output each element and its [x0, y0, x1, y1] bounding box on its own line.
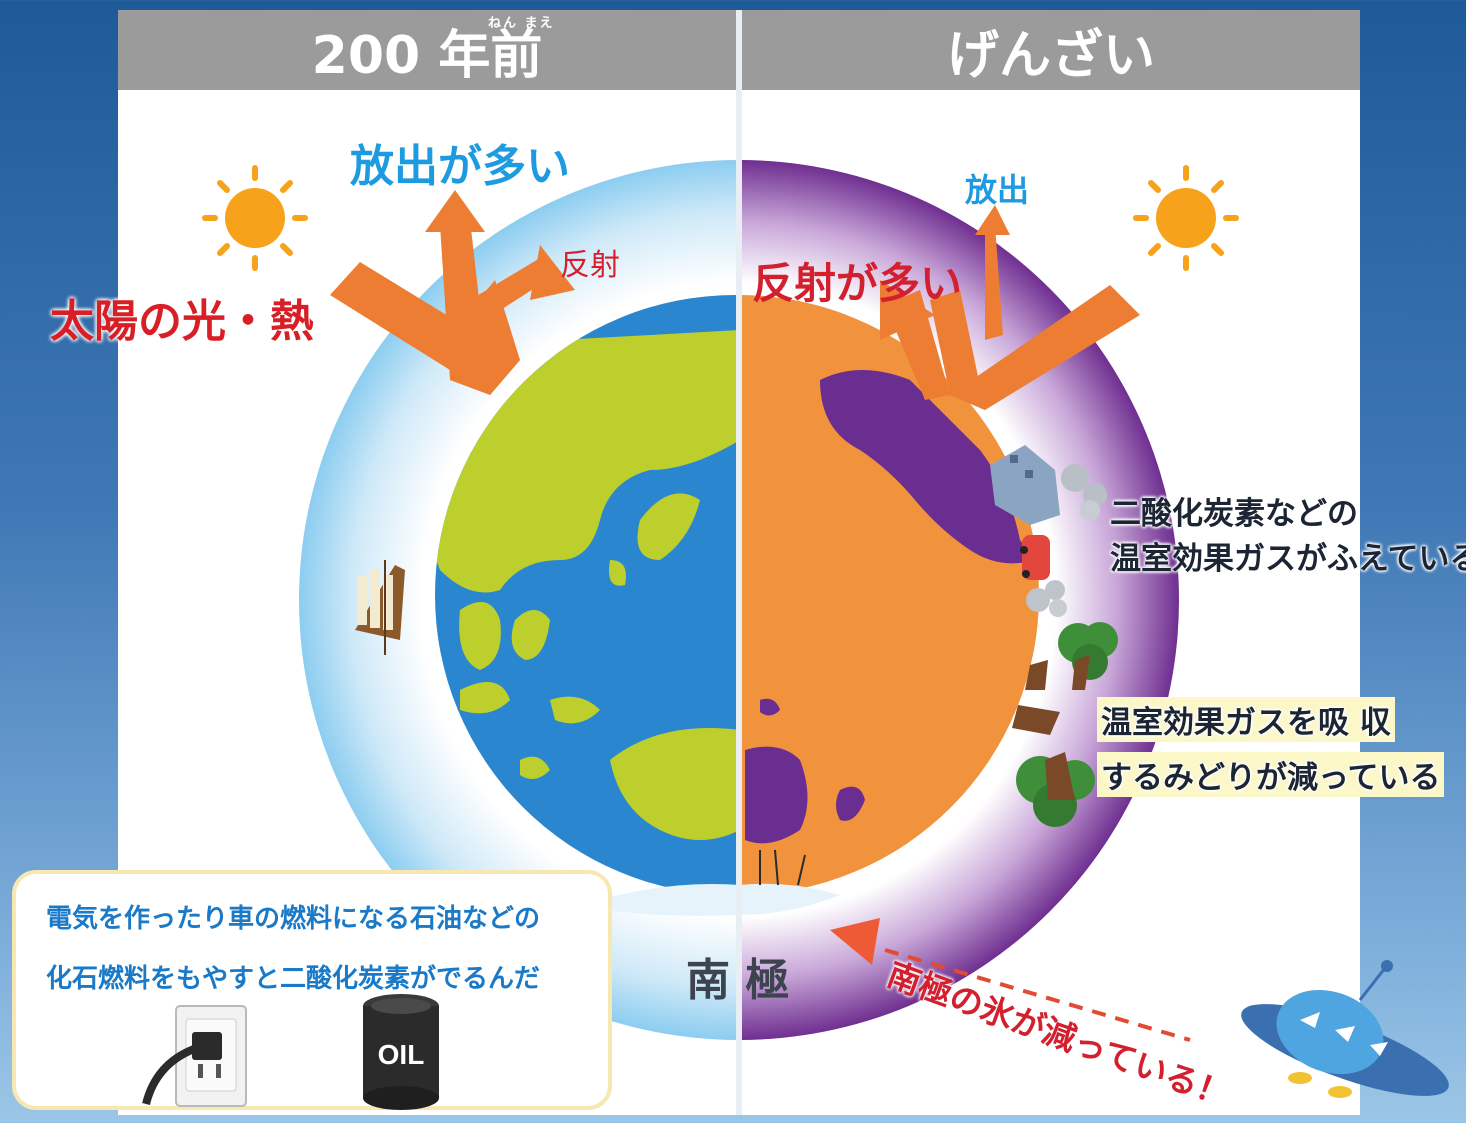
panel-divider	[736, 10, 742, 1115]
tree-stump-icon	[1012, 660, 1060, 735]
label-reflection-many: 反射が多い	[752, 259, 963, 308]
label-south-pole: 南 極	[686, 955, 790, 1006]
earth-past	[435, 295, 739, 916]
header-past: 200 年前	[118, 10, 736, 90]
label-co2-line1: 二酸化炭素などの	[1110, 496, 1358, 532]
note-line-2: 化石燃料をもやすと二酸化炭素がでるんだ	[46, 964, 541, 994]
sailing-ship-icon	[355, 560, 405, 655]
tree-icon	[1016, 752, 1095, 827]
header-present-title: げんざい	[946, 25, 1155, 86]
sun-icon	[202, 165, 308, 271]
header-past-title: 200 年前	[311, 25, 543, 86]
arrows-present	[880, 205, 1140, 410]
label-greenery-line1: 温室効果ガスを吸 収	[1097, 697, 1395, 742]
car-icon	[1020, 535, 1050, 580]
label-reflection: 反射	[560, 248, 620, 283]
label-greenery-line2: するみどりが減っている	[1097, 752, 1445, 797]
note-icons: OIL	[142, 994, 439, 1110]
factory-icon	[990, 445, 1107, 525]
header-past-ruby: ねん まえ	[488, 16, 555, 31]
label-co2-line2: 温室効果ガスがふえている	[1110, 541, 1466, 577]
label-emission-many: 放出が多い	[350, 141, 570, 192]
smoke-icon	[1026, 580, 1067, 617]
sun-icon	[1133, 165, 1239, 271]
ice-decrease-arrow	[830, 918, 1191, 1042]
earth-present	[739, 295, 1039, 915]
ufo-icon	[1241, 960, 1449, 1098]
fossil-fuel-note: 電気を作ったり車の燃料になる石油などの 化石燃料をもやすと二酸化炭素がでるんだ …	[12, 870, 612, 1110]
arrows-past	[330, 190, 575, 395]
label-sunlight-heat: 太陽の光・熱	[50, 296, 314, 347]
tree-icon	[1058, 622, 1118, 690]
oil-barrel-icon: OIL	[363, 994, 439, 1110]
header-present: げんざい	[742, 10, 1360, 90]
label-emission: 放出	[965, 171, 1030, 209]
power-outlet-icon	[142, 1005, 247, 1107]
note-line-1: 電気を作ったり車の燃料になる石油などの	[46, 904, 541, 934]
oil-barrel-label: OIL	[378, 1039, 425, 1070]
